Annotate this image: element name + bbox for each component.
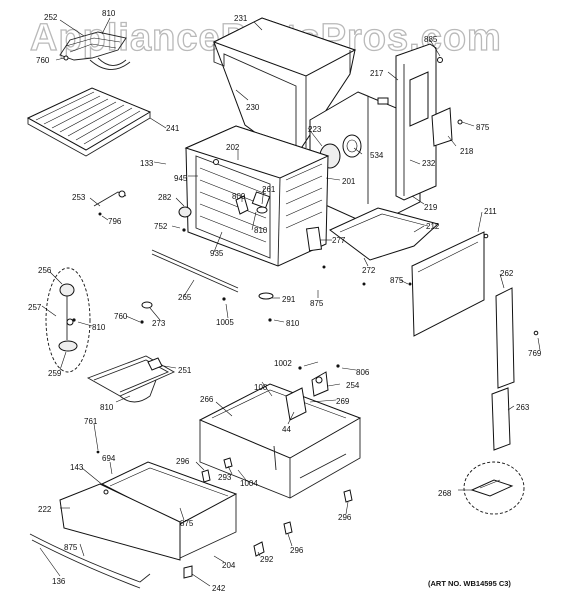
leader-lines [39,17,541,587]
callout-108: 108 [254,383,268,392]
callout-810-b: 810 [254,226,268,235]
clip-parts [140,292,274,324]
callout-261: 261 [262,185,276,194]
drawer-frame-part [198,383,362,499]
storage-drawer-part [29,450,238,589]
callout-273: 273 [152,319,166,328]
callout-labels: 252 810 760 241 231 230 223 534 232 217 … [28,9,542,593]
callout-694: 694 [102,454,116,463]
callout-217: 217 [370,69,384,78]
callout-810-d: 810 [286,319,300,328]
callout-202: 202 [226,143,240,152]
bracket-part [273,364,340,471]
callout-875-c: 875 [310,299,324,308]
callout-232: 232 [422,159,436,168]
callout-262: 262 [500,269,514,278]
side-panel-part [395,43,463,201]
callout-136: 136 [52,577,66,586]
callout-252: 252 [44,13,58,22]
callout-875: 875 [476,123,490,132]
callout-259: 259 [48,369,62,378]
callout-253: 253 [72,193,86,202]
callout-223: 223 [308,125,322,134]
callout-219: 219 [424,203,438,212]
bake-element-part [59,31,131,70]
callout-810-c: 810 [92,323,106,332]
outer-wrapper-part [212,17,357,159]
callout-769: 769 [528,349,542,358]
callout-218: 218 [460,147,474,156]
callout-222: 222 [38,505,52,514]
callout-761: 761 [84,417,98,426]
support-rod-part [151,249,239,293]
callout-806: 806 [356,368,370,377]
callout-1002: 1002 [274,359,292,368]
callout-211: 211 [484,207,497,216]
callout-935: 935 [210,249,224,258]
callout-282: 282 [158,193,172,202]
callout-296-b: 296 [338,513,352,522]
callout-796: 796 [108,217,122,226]
callout-875-b: 875 [390,276,404,285]
callout-810-e: 810 [100,403,114,412]
bottom-tray-part [305,207,440,286]
callout-266: 266 [200,395,214,404]
rear-panel-part [411,231,489,337]
callout-809: 809 [232,192,246,201]
callout-44: 44 [282,425,291,434]
callout-256: 256 [38,266,52,275]
callout-885: 885 [424,35,438,44]
callout-1005: 1005 [216,318,234,327]
oven-rack-part [26,87,152,157]
small-parts-group [178,195,268,232]
callout-810: 810 [102,9,116,18]
callout-230: 230 [246,103,260,112]
callout-272: 272 [362,266,376,275]
callout-292: 292 [260,555,274,564]
oven-cavity-part [184,125,330,267]
inset-detail-268 [463,461,525,515]
callout-760-b: 760 [114,312,128,321]
callout-269: 269 [336,397,350,406]
callout-257: 257 [28,303,42,312]
callout-293: 293 [218,473,232,482]
callout-945: 945 [174,174,188,183]
callout-251: 251 [178,366,192,375]
callout-263: 263 [516,403,530,412]
callout-277: 277 [332,236,346,245]
callout-875-e: 875 [64,543,78,552]
callout-296-c: 296 [290,546,304,555]
callout-268: 268 [438,489,452,498]
callout-752: 752 [154,222,168,231]
callout-254: 254 [346,381,360,390]
broil-element-part [86,355,175,403]
callout-534: 534 [370,151,384,160]
callout-760: 760 [36,56,50,65]
callout-875-d: 875 [180,519,194,528]
callout-212: 212 [426,222,440,231]
callout-133: 133 [140,159,154,168]
latch-part [93,190,127,216]
callout-143: 143 [70,463,84,472]
callout-201: 201 [342,177,356,186]
art-number: (ART NO. WB14595 C3) [428,579,511,588]
callout-291: 291 [282,295,296,304]
callout-204: 204 [222,561,236,570]
drawer-screws [183,457,353,579]
callout-1004: 1004 [240,479,258,488]
callout-231: 231 [234,14,248,23]
callout-296: 296 [176,457,190,466]
callout-265: 265 [178,293,192,302]
callout-241: 241 [166,124,180,133]
thermostat-group [45,267,91,373]
callout-242: 242 [212,584,226,593]
side-trim-part [491,287,539,451]
